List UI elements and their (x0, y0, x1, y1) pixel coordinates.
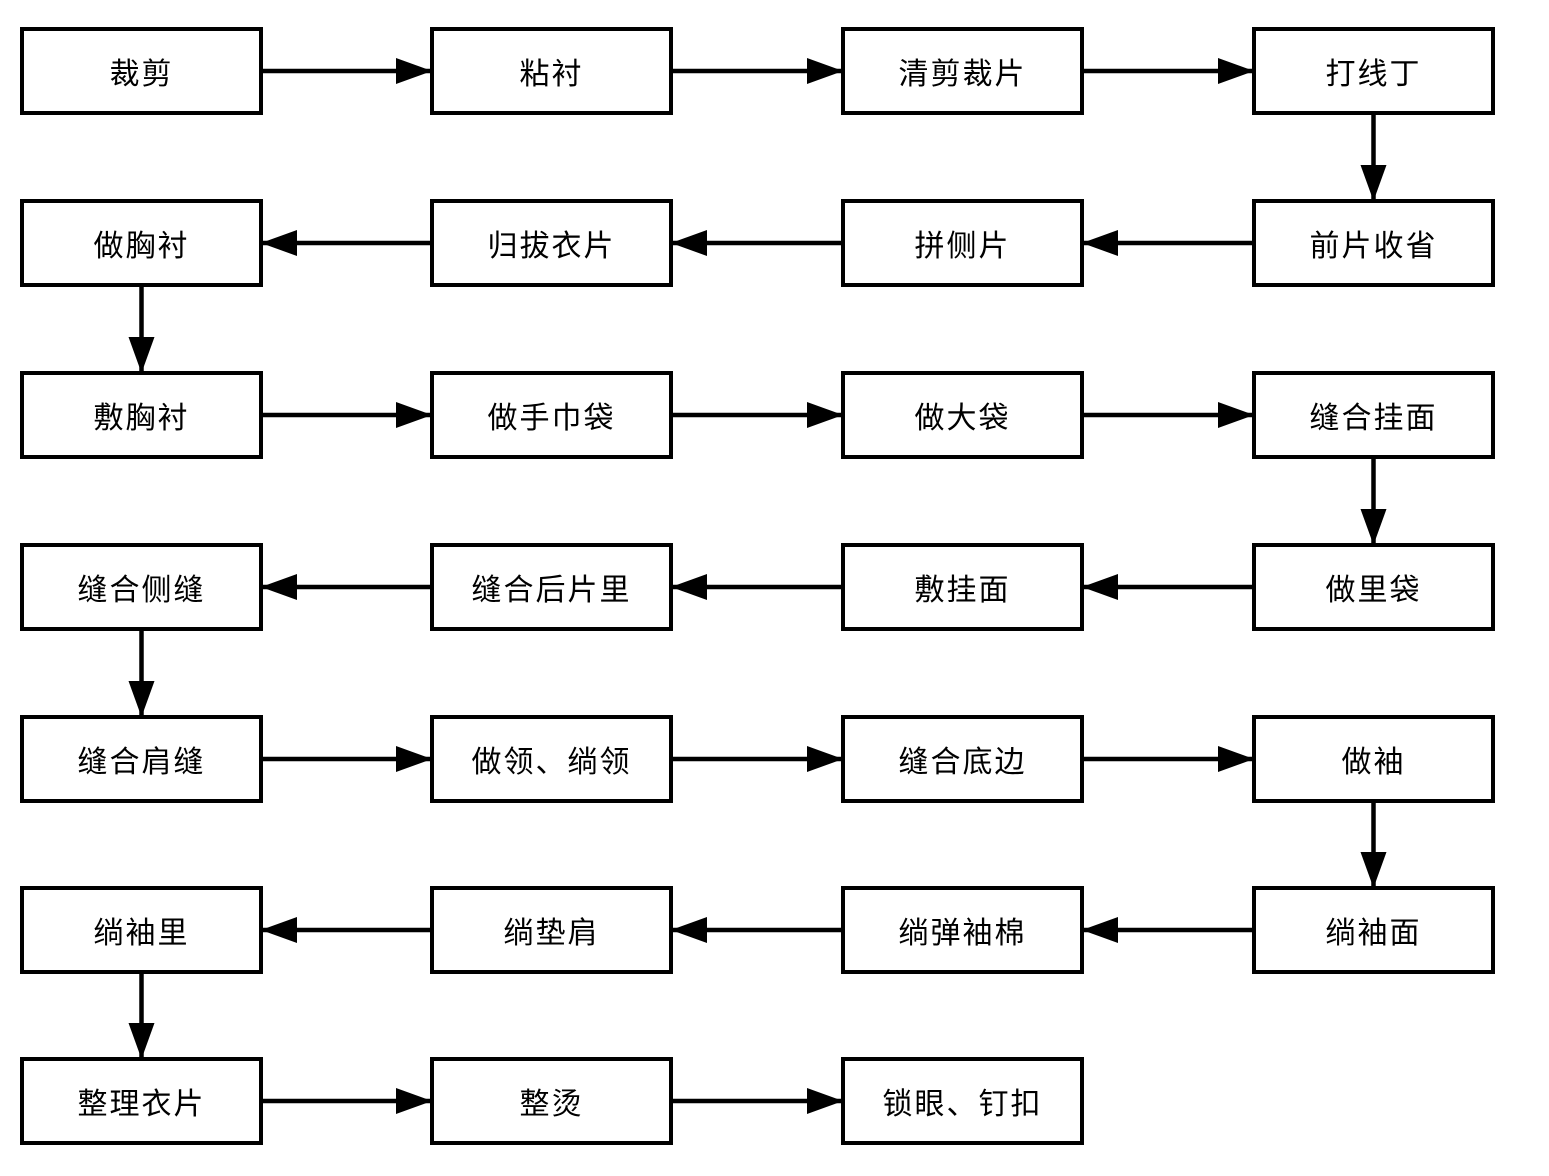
flow-node-label: 前片收省 (1309, 230, 1438, 263)
flow-node-n02: 粘衬 (430, 27, 673, 115)
flow-node-n08: 做胸衬 (20, 199, 263, 287)
flow-node-label: 做手巾袋 (487, 402, 616, 435)
flow-node-n16: 缝合侧缝 (20, 543, 263, 631)
flow-node-label: 打线丁 (1325, 58, 1422, 91)
flow-node-label: 敷胸衬 (93, 402, 190, 435)
flow-node-n12: 缝合挂面 (1252, 371, 1495, 459)
flow-node-label: 缝合肩缝 (77, 746, 206, 779)
flow-node-n14: 敷挂面 (841, 543, 1084, 631)
flow-node-label: 做大袋 (914, 402, 1011, 435)
flow-node-label: 缝合底边 (898, 746, 1027, 779)
flow-node-label: 归拔衣片 (487, 230, 616, 263)
flow-node-n19: 缝合底边 (841, 715, 1084, 803)
flow-node-label: 清剪裁片 (898, 58, 1027, 91)
flow-node-n07: 归拔衣片 (430, 199, 673, 287)
flow-node-n23: 绱垫肩 (430, 886, 673, 974)
flow-node-label: 粘衬 (519, 58, 584, 91)
flow-node-n26: 整烫 (430, 1057, 673, 1145)
flow-node-n21: 绱袖面 (1252, 886, 1495, 974)
flow-node-n13: 做里袋 (1252, 543, 1495, 631)
flow-node-label: 绱袖面 (1325, 917, 1422, 950)
flow-node-n20: 做袖 (1252, 715, 1495, 803)
flow-node-label: 拼侧片 (914, 230, 1011, 263)
flow-node-label: 锁眼、钉扣 (882, 1088, 1043, 1121)
flow-node-n05: 前片收省 (1252, 199, 1495, 287)
flow-node-label: 缝合后片里 (471, 574, 632, 607)
flow-node-n17: 缝合肩缝 (20, 715, 263, 803)
flow-node-n18: 做领、绱领 (430, 715, 673, 803)
flow-node-label: 做袖 (1341, 746, 1406, 779)
flow-node-label: 绱袖里 (93, 917, 190, 950)
flow-node-n11: 做大袋 (841, 371, 1084, 459)
flow-node-label: 做胸衬 (93, 230, 190, 263)
flow-node-label: 做领、绱领 (471, 746, 632, 779)
flow-node-label: 缝合挂面 (1309, 402, 1438, 435)
flow-node-n24: 绱袖里 (20, 886, 263, 974)
flow-node-label: 敷挂面 (914, 574, 1011, 607)
flow-node-label: 整理衣片 (77, 1088, 206, 1121)
flow-node-n04: 打线丁 (1252, 27, 1495, 115)
flow-node-label: 绱弹袖棉 (898, 917, 1027, 950)
flow-node-n15: 缝合后片里 (430, 543, 673, 631)
flow-node-n10: 做手巾袋 (430, 371, 673, 459)
flow-node-label: 整烫 (519, 1088, 584, 1121)
flow-node-n09: 敷胸衬 (20, 371, 263, 459)
flow-node-n25: 整理衣片 (20, 1057, 263, 1145)
flow-node-label: 缝合侧缝 (77, 574, 206, 607)
flow-node-n27: 锁眼、钉扣 (841, 1057, 1084, 1145)
flow-node-n06: 拼侧片 (841, 199, 1084, 287)
flow-node-label: 绱垫肩 (503, 917, 600, 950)
flow-node-label: 做里袋 (1325, 574, 1422, 607)
flow-node-n03: 清剪裁片 (841, 27, 1084, 115)
flow-node-n22: 绱弹袖棉 (841, 886, 1084, 974)
flow-node-label: 裁剪 (109, 58, 174, 91)
flow-node-n01: 裁剪 (20, 27, 263, 115)
